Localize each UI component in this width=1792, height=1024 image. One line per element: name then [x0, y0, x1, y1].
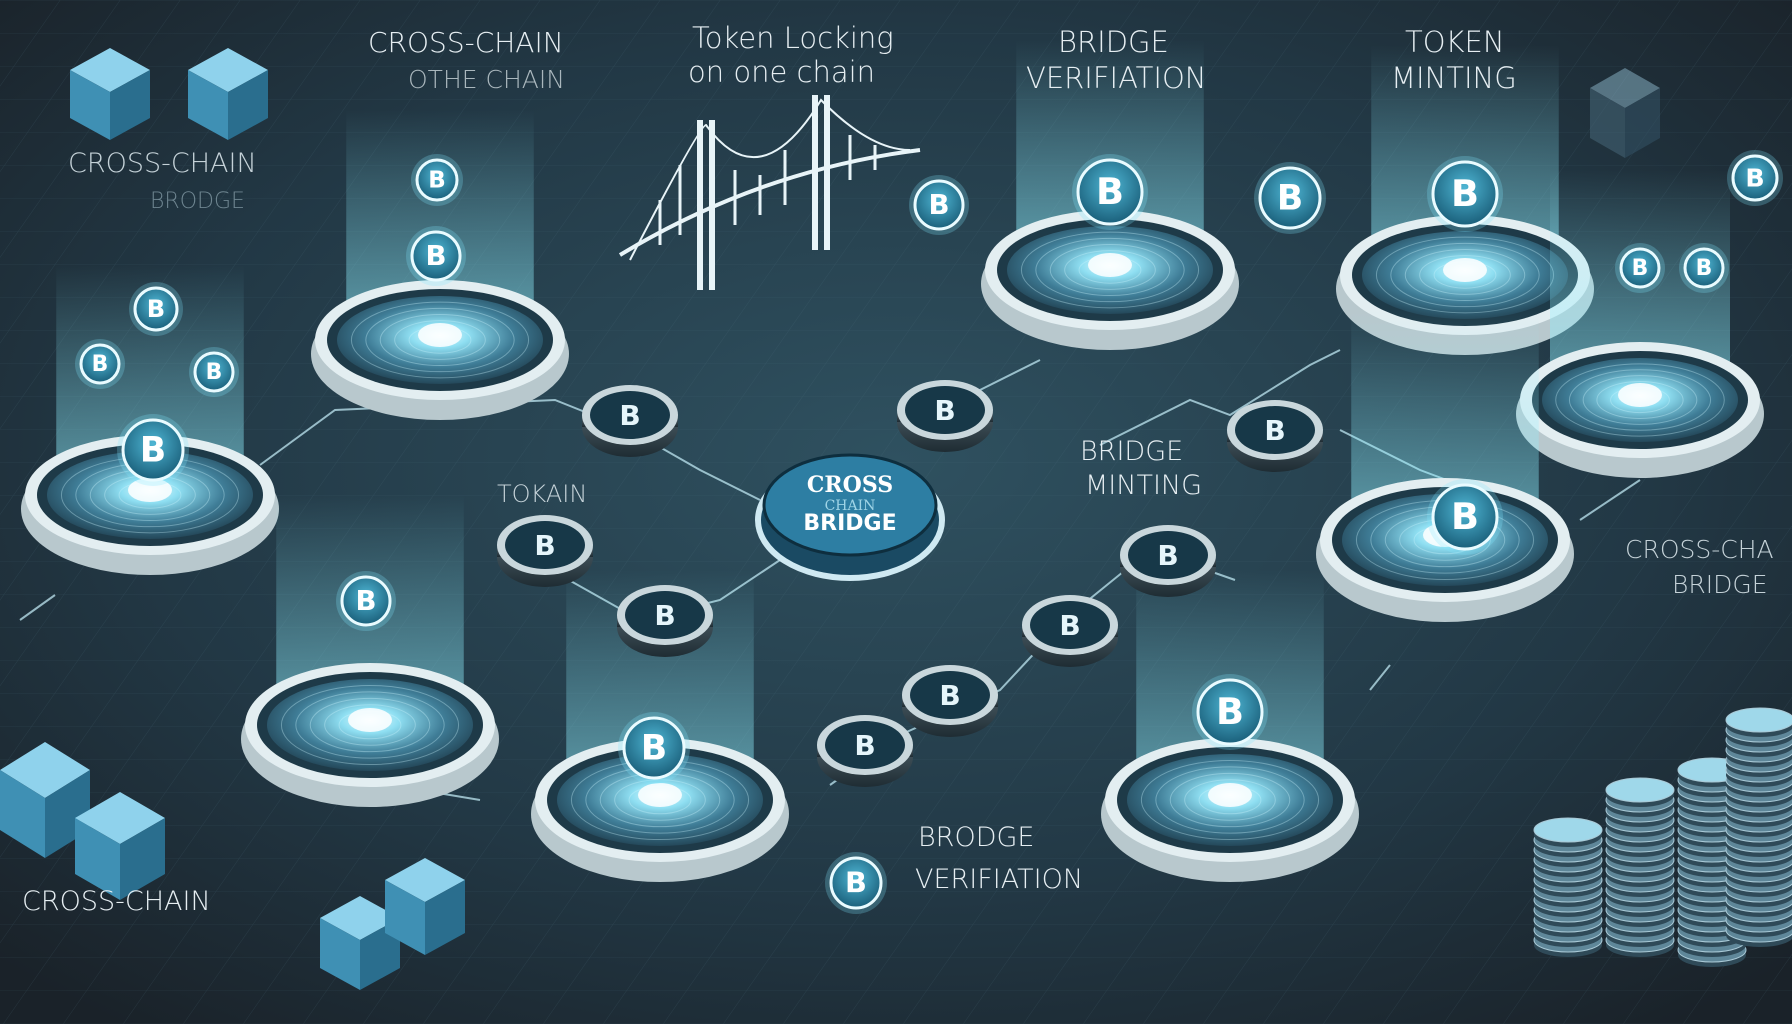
bitcoin-emblem-icon: B: [1254, 162, 1326, 234]
label-tokain: TOKAIN: [497, 480, 587, 508]
coin-layer: B B B B B B B B B: [497, 380, 1323, 787]
cube-top-right: [1590, 68, 1660, 158]
svg-text:B: B: [534, 529, 555, 562]
coin-token-icon: B: [497, 515, 593, 587]
coin-stack: [1533, 817, 1603, 957]
bitcoin-emblem-icon: B: [1192, 674, 1268, 750]
label-brodge-corner: BRODGE: [150, 189, 245, 214]
svg-text:B: B: [641, 728, 667, 768]
svg-text:B: B: [1696, 256, 1713, 281]
glowing-platform: [531, 570, 789, 882]
label-minting-mid: MINTING: [1085, 470, 1202, 501]
label-verifiation-bottom: VERIFIATION: [915, 864, 1083, 895]
bitcoin-emblem-icon: B: [825, 852, 887, 914]
label-minting-top: MINTING: [1391, 61, 1517, 95]
emblem-layer: B B B B B B B B B B B B B B B B B B: [75, 150, 1783, 914]
svg-text:B: B: [206, 360, 223, 385]
glowing-platform: [1101, 570, 1359, 882]
svg-text:B: B: [619, 399, 640, 432]
bitcoin-emblem-icon: B: [1427, 156, 1503, 232]
glowing-platform: [1516, 170, 1764, 478]
label-brodge-bottom: BRODGE: [918, 822, 1034, 853]
svg-text:B: B: [140, 430, 166, 470]
svg-text:B: B: [1216, 690, 1244, 733]
coin-token-icon: B: [1120, 525, 1216, 597]
label-cross-chain-corner: CROSS-CHAIN: [68, 148, 257, 179]
bitcoin-emblem-icon: B: [1727, 150, 1783, 206]
svg-text:B: B: [1059, 609, 1080, 642]
coin-token-icon: B: [617, 585, 713, 657]
label-cross-chain-top: CROSS-CHAIN: [368, 26, 564, 59]
cube-bottom-left-2: [75, 792, 165, 900]
bitcoin-emblem-icon: B: [129, 282, 183, 336]
coin-token-icon: B: [582, 385, 678, 457]
svg-text:B: B: [1745, 163, 1764, 192]
svg-text:B: B: [1157, 539, 1178, 572]
coin-token-icon: B: [1227, 400, 1323, 472]
coin-token-icon: B: [1022, 595, 1118, 667]
bitcoin-emblem-icon: B: [336, 571, 396, 631]
coin-token-icon: B: [897, 380, 993, 452]
svg-text:B: B: [939, 679, 960, 712]
bitcoin-emblem-icon: B: [1427, 479, 1503, 555]
svg-text:B: B: [934, 394, 955, 427]
label-other-chain: OTHE CHAIN: [408, 65, 565, 94]
svg-text:B: B: [1096, 170, 1124, 213]
badge-line-3: BRIDGE: [803, 511, 896, 536]
badge-line-2: CHAIN: [825, 498, 876, 514]
coin-token-icon: B: [902, 665, 998, 737]
svg-text:B: B: [654, 599, 675, 632]
svg-text:B: B: [845, 866, 867, 900]
svg-text:B: B: [1451, 172, 1479, 215]
glowing-platform: [1316, 310, 1574, 622]
cross-chain-bridge-badge: CROSS CHAIN BRIDGE: [755, 453, 945, 581]
svg-text:B: B: [1264, 414, 1285, 447]
label-bridge-mid: BRIDGE: [1080, 436, 1183, 467]
coin-token-icon: B: [817, 715, 913, 787]
svg-text:B: B: [1451, 495, 1479, 538]
svg-text:B: B: [92, 352, 109, 377]
label-cross-chain-bottom: CROSS-CHAIN: [22, 886, 211, 917]
svg-text:B: B: [854, 729, 875, 762]
label-cross-cha-right: CROSS-CHA: [1625, 535, 1774, 564]
coin-stack: [1725, 707, 1792, 947]
bridge-illustration-icon: [618, 95, 921, 290]
svg-text:B: B: [355, 584, 376, 617]
bitcoin-emblem-icon: B: [1679, 243, 1729, 293]
svg-text:B: B: [1632, 256, 1649, 281]
bitcoin-emblem-icon: B: [411, 154, 463, 206]
label-verifiation-top: VERIFIATION: [1026, 61, 1206, 95]
label-token-top: TOKEN: [1405, 25, 1505, 59]
svg-text:B: B: [428, 168, 446, 194]
bitcoin-emblem-icon: B: [117, 414, 189, 486]
cube-bottom-left-3: [320, 896, 400, 990]
cube-top-left-1: [70, 48, 150, 140]
coin-stacks: [1533, 707, 1792, 967]
badge-line-1: CROSS: [807, 472, 893, 498]
bitcoin-emblem-icon: B: [1072, 154, 1148, 230]
glowing-platform: [311, 110, 569, 420]
cube-bottom-left-4: [385, 858, 465, 955]
bitcoin-emblem-icon: B: [909, 175, 969, 235]
bitcoin-emblem-icon: B: [189, 347, 239, 397]
cube-top-left-2: [188, 48, 268, 140]
label-bridge-right: BRIDGE: [1672, 570, 1768, 599]
svg-text:B: B: [1277, 178, 1303, 218]
bitcoin-emblem-icon: B: [75, 339, 125, 389]
label-bridge-top: BRIDGE: [1058, 25, 1169, 59]
bitcoin-emblem-icon: B: [1615, 243, 1665, 293]
svg-text:B: B: [425, 239, 446, 272]
glowing-platform: [981, 40, 1239, 350]
svg-text:B: B: [147, 295, 165, 323]
label-on-one-chain: on one chain: [688, 55, 875, 89]
platform-layer: [21, 40, 1764, 882]
bitcoin-emblem-icon: B: [618, 712, 690, 784]
bitcoin-emblem-icon: B: [406, 226, 466, 286]
glowing-platform: [241, 495, 499, 807]
label-token-locking: Token Locking: [692, 21, 894, 55]
cube-bottom-left-1: [0, 742, 90, 858]
coin-stack: [1605, 777, 1675, 957]
svg-text:B: B: [928, 188, 949, 221]
